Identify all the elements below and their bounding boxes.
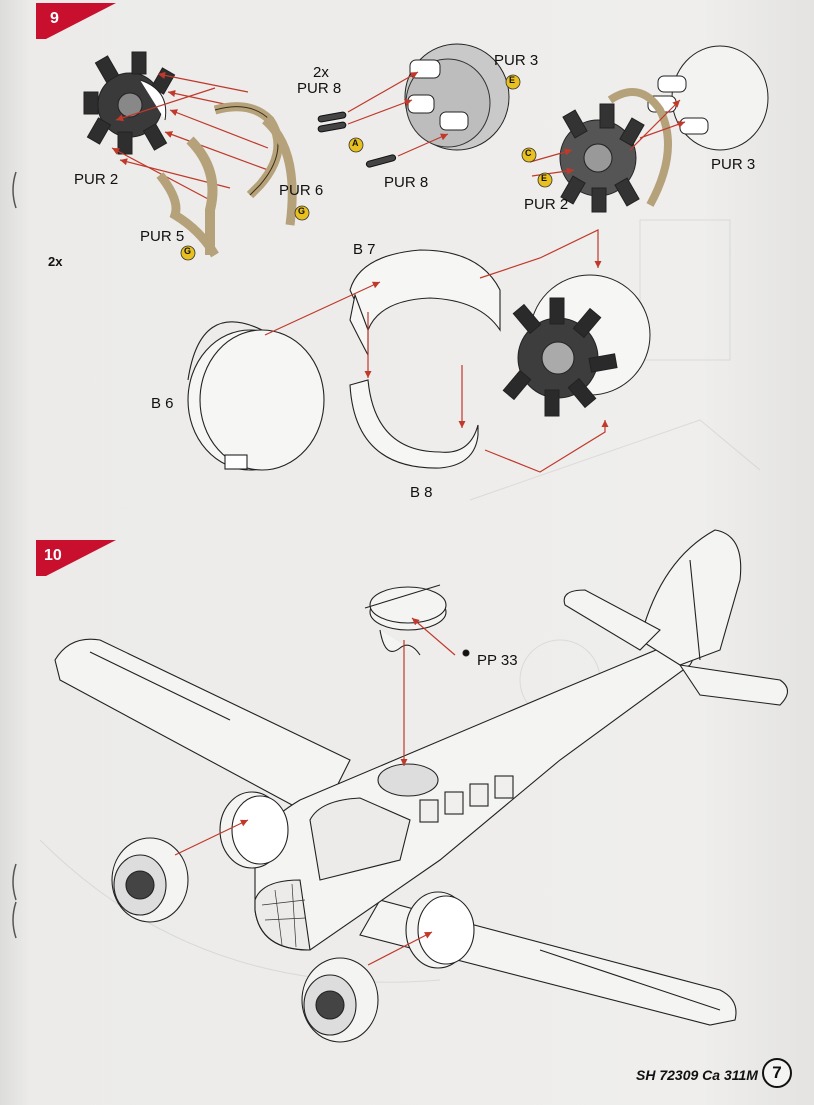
pur8-pins: [317, 111, 397, 168]
part-label-b6: B 6: [151, 395, 174, 412]
paint-chip-icons: [180, 74, 553, 261]
step-10-banner: 10: [36, 540, 116, 576]
part-label-pur8: PUR 8: [384, 174, 429, 191]
part-label-pur2: PUR 2: [74, 171, 119, 188]
binding-staple: [10, 170, 18, 210]
part-label-b7: B 7: [353, 241, 376, 258]
quantity-label: 2x: [313, 64, 329, 81]
paint-code-label: E: [541, 173, 548, 183]
cowling-b6: [187, 321, 325, 471]
cowling-b7: [349, 249, 501, 356]
quantity-label: 2x: [48, 254, 63, 269]
paint-code-label: C: [525, 148, 532, 158]
exhaust-pipes: [156, 102, 297, 258]
part-label-pur2: PUR 2: [524, 196, 569, 213]
dorsal-turret: [364, 584, 470, 657]
step-9-banner: 9: [36, 3, 116, 39]
paint-code-label: G: [298, 206, 306, 216]
radial-engine-center: [502, 274, 651, 417]
aircraft-drawing: [54, 529, 789, 1043]
part-label-pur8: PUR 8: [297, 80, 342, 97]
step-number: 10: [44, 547, 62, 564]
paint-code-label: A: [352, 138, 359, 148]
part-label-pur3: PUR 3: [494, 52, 539, 69]
part-label-pur6: PUR 6: [279, 182, 324, 199]
part-label-b8: B 8: [410, 484, 433, 501]
part-label-pp33: PP 33: [477, 652, 518, 669]
binding-staple: [10, 900, 18, 940]
binding-staple: [10, 862, 18, 902]
bulkhead-right: [647, 45, 769, 151]
part-label-pur3: PUR 3: [711, 156, 756, 173]
radial-engine-left: [83, 51, 176, 155]
engine-bulkhead-middle: [404, 43, 510, 151]
paint-code-label: E: [509, 75, 516, 85]
page-number: 7: [762, 1058, 792, 1088]
cowling-b8: [349, 379, 479, 469]
product-code: SH 72309 Ca 311M: [636, 1067, 758, 1083]
paint-code-label: G: [184, 246, 192, 256]
radial-engine-right: [559, 88, 672, 213]
part-label-pur5: PUR 5: [140, 228, 185, 245]
step-number: 9: [50, 10, 59, 27]
